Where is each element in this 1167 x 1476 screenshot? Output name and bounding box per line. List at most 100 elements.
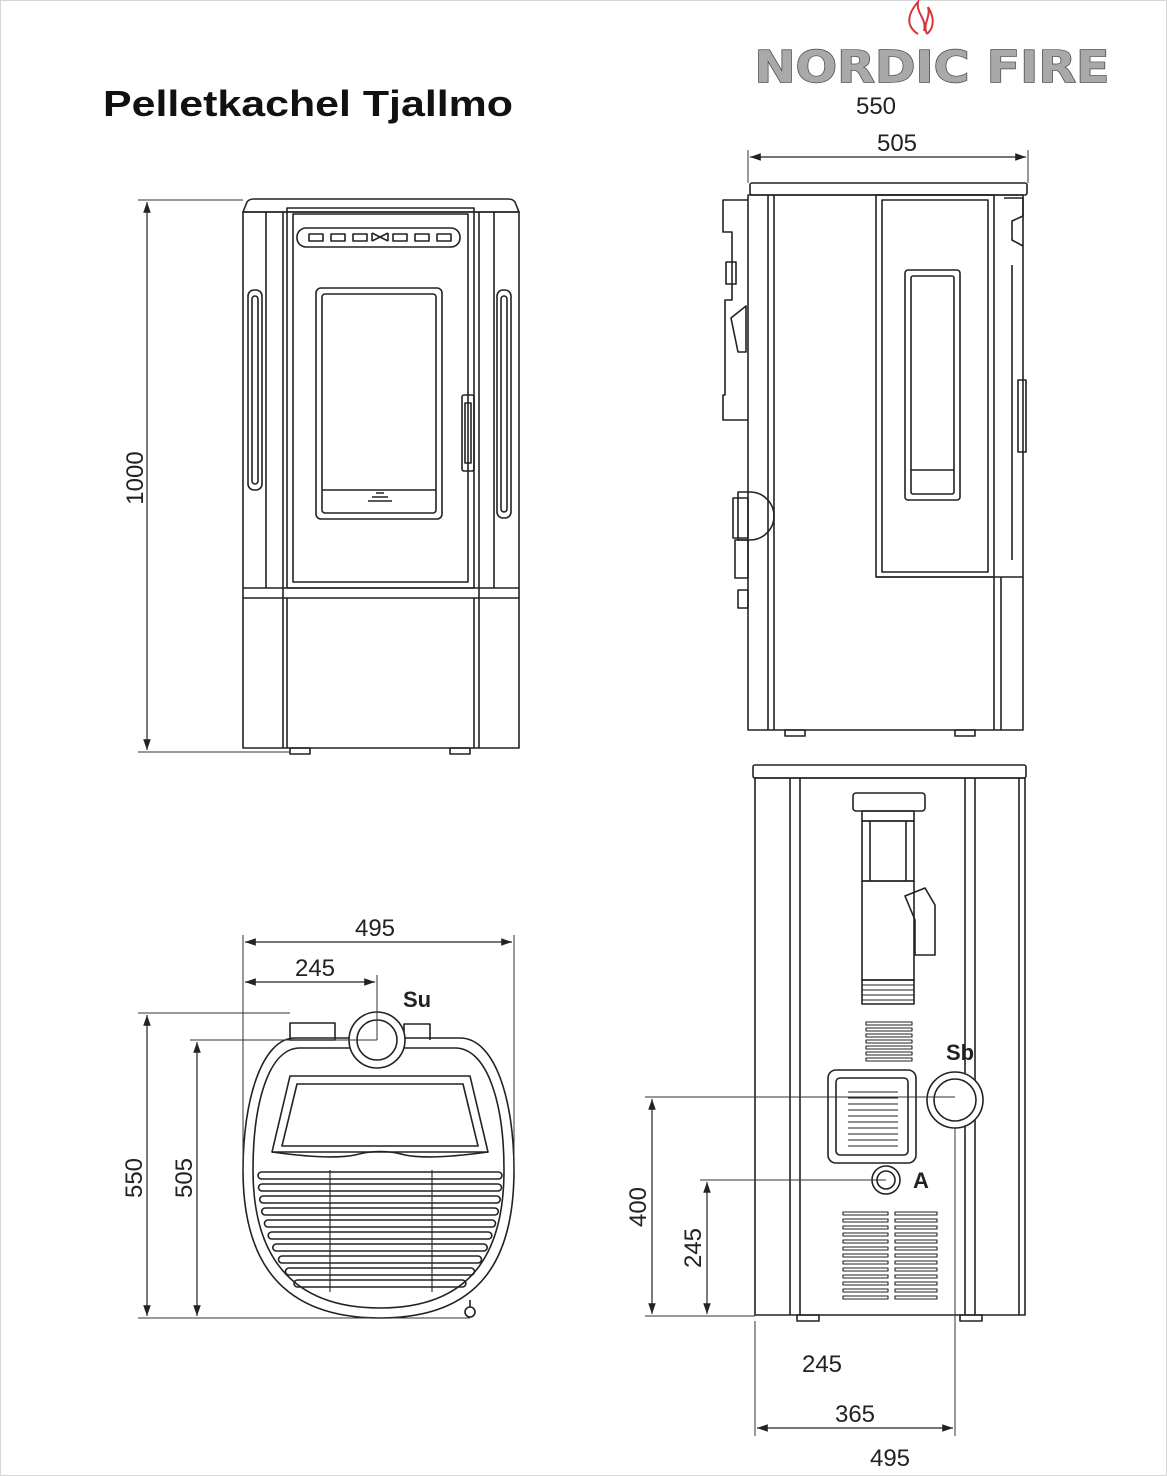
grille-slat [842,1253,889,1258]
right-side-slot [496,289,512,519]
grille-slat [842,1281,889,1286]
control-display [371,232,389,242]
front-top-plate [242,198,520,213]
grille-slat [894,1267,938,1272]
grille-slat [842,1295,889,1300]
grille-slat [894,1218,938,1223]
air-height-label: 245 [680,1228,707,1268]
back-body-outline [754,777,1026,1316]
side-door [875,194,995,578]
back-view-dimensions: 400 245 245 365 495 [625,1096,956,1472]
grille-slat [257,1171,503,1180]
grille-slat [894,1211,938,1216]
control-button [352,233,368,242]
back-vent-upper [865,1021,913,1062]
top-body-inner [252,1047,505,1309]
flue-label-sb: Sb [946,1040,974,1065]
grille-slat [277,1255,483,1264]
top-knob [464,1306,476,1318]
grille-slat [865,1057,913,1062]
grille-slat [257,1183,503,1192]
back-flue-collar [861,810,915,822]
top-view [242,1011,515,1319]
side-outlet-lower [734,539,749,579]
side-view [722,182,1028,737]
back-flue-grid [861,979,915,1005]
grille-slat [865,1045,913,1050]
top-center-ridge [271,1150,489,1158]
control-button [308,233,324,242]
flue-outlet-sb [926,1071,984,1129]
grille-slat [842,1232,889,1237]
front-foot [449,747,471,755]
grille-slat [293,1279,467,1288]
front-window-frame [315,287,443,520]
grille-slat [894,1274,938,1279]
back-access-panel [827,1069,917,1164]
grille-slat [865,1027,913,1032]
door-handle-grip [464,402,472,464]
side-door-inner [881,199,989,573]
flue-offset-label: 365 [835,1401,875,1428]
grille-slat [842,1239,889,1244]
height-label: 1000 [122,451,149,504]
flue-label-su: Su [403,987,431,1012]
flue-outlet-sb-inner [933,1078,977,1122]
grille-slat [865,1033,913,1038]
top-width-label: 495 [355,915,395,942]
brand-name: NORDIC FIRE [755,42,1110,93]
back-view [752,764,1027,1322]
left-side-slot-inner [251,295,259,485]
side-foot [784,729,806,737]
side-inlet-stub [737,589,749,609]
side-width-dimension: 550 505 [747,93,1029,183]
front-door-inner [292,213,469,583]
side-handle [1017,379,1027,453]
side-window-glass [910,275,955,495]
door-handle [461,394,475,472]
back-panel-grille [848,1091,898,1147]
grille-slat [894,1281,938,1286]
back-flue-clamp [904,887,936,956]
side-window [904,269,961,501]
side-outlet-stub [737,491,775,541]
back-foot [959,1314,983,1322]
grille-slat [894,1260,938,1265]
top-opening-outer [271,1075,489,1153]
overall-width-label: 550 [856,93,896,120]
side-top-plate [749,182,1028,196]
back-flue-grid-lines [862,984,914,1001]
grille-slat [842,1288,889,1293]
grille-slat [894,1253,938,1258]
grille-slat [258,1195,502,1204]
front-window-glass [321,293,437,514]
top-body-outline [242,1037,515,1319]
rear-flue-bracket [730,305,747,353]
grille-slat [842,1246,889,1251]
back-flue-cap [852,792,926,812]
air-offset-label: 245 [802,1351,842,1378]
grille-slat [865,1021,913,1026]
brand-logo: NORDIC FIRE [754,0,1110,94]
back-access-panel-inner [835,1077,909,1156]
control-button [436,233,452,242]
grille-slat [260,1207,500,1216]
grille-slat [842,1260,889,1265]
top-opening-inner [281,1083,479,1147]
right-side-slot-inner [500,295,508,513]
side-foot [954,729,976,737]
back-foot [796,1314,820,1322]
front-body-outline [242,211,520,749]
grille-slat [271,1243,488,1252]
grille-slat [284,1267,476,1276]
grille-slat [865,1039,913,1044]
grille-slat [267,1231,493,1240]
grille-slat [894,1232,938,1237]
side-outlet-collar [732,497,749,539]
control-panel [296,227,461,248]
top-flue-offset-label: 245 [295,955,335,982]
front-door [286,207,475,589]
back-grille-lower [842,1211,938,1300]
